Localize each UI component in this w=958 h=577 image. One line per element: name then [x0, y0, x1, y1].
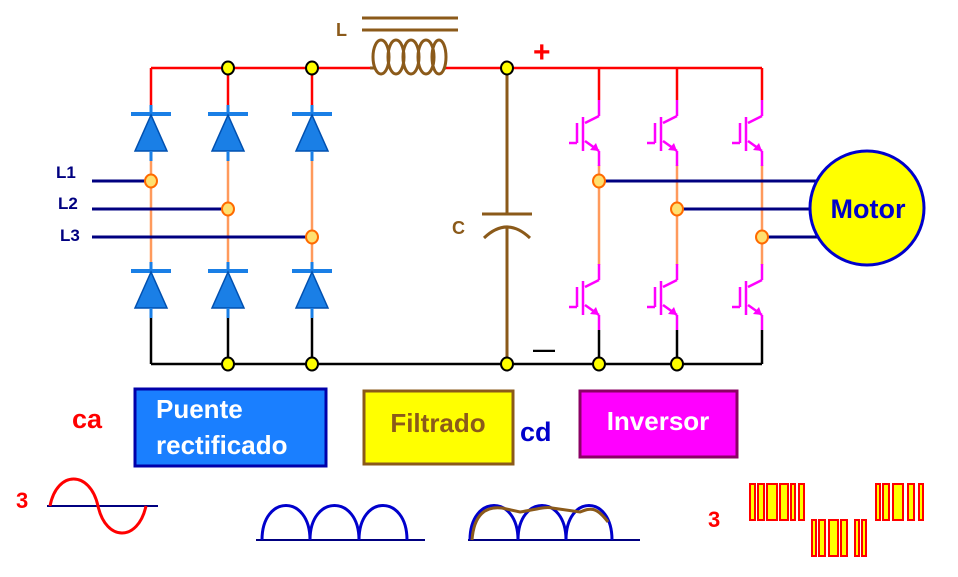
- diode-4: [129, 260, 173, 320]
- capacitor-label: C: [452, 218, 465, 238]
- igbt-4: [567, 262, 601, 332]
- igbt-5: [645, 262, 679, 332]
- diode-3: [290, 103, 334, 163]
- igbt-6: [730, 262, 764, 332]
- diode-2: [206, 103, 250, 163]
- igbt-2: [645, 98, 679, 168]
- motor-output-lines: [599, 179, 818, 239]
- motor: Motor: [808, 149, 926, 267]
- ac-label: ca: [72, 404, 103, 434]
- capacitor: [482, 68, 532, 364]
- dc-positive-bus: [149, 66, 764, 115]
- inverter-block: Inversor: [578, 389, 739, 459]
- rectified-waveform: [256, 504, 425, 541]
- diode-6: [290, 260, 334, 320]
- junction-nodes: [221, 60, 684, 372]
- inductor-label: L: [336, 20, 347, 40]
- line-2-label: L2: [58, 194, 78, 213]
- line-1-label: L1: [56, 163, 76, 182]
- motor-label: Motor: [831, 194, 906, 224]
- dc-negative-bus: [149, 310, 764, 366]
- filtered-dc-waveform: [468, 504, 640, 541]
- diode-5: [206, 260, 250, 320]
- line-3-label: L3: [60, 226, 80, 245]
- diode-1: [129, 103, 173, 163]
- inverter-label: Inversor: [607, 406, 710, 436]
- filter-label: Filtrado: [390, 408, 485, 438]
- phase-nodes: [144, 173, 769, 245]
- igbt-3: [730, 98, 764, 168]
- rectifier-label-line2: rectificado: [156, 430, 288, 460]
- ac-input-lines: [92, 179, 312, 239]
- ac-sine-waveform: 3: [16, 477, 158, 535]
- negative-sign: —: [533, 337, 555, 362]
- pwm-output-waveform: 3: [708, 483, 924, 557]
- output-phase-count: 3: [708, 507, 720, 532]
- positive-sign: +: [533, 36, 551, 69]
- dc-label: cd: [520, 417, 552, 447]
- rectifier-label-line1: Puente: [156, 394, 243, 424]
- igbt-1: [567, 98, 601, 168]
- rectifier-block: Puente rectificado: [133, 387, 328, 468]
- inductor: [362, 16, 458, 76]
- filter-block: Filtrado: [362, 389, 515, 466]
- input-phase-count: 3: [16, 488, 28, 513]
